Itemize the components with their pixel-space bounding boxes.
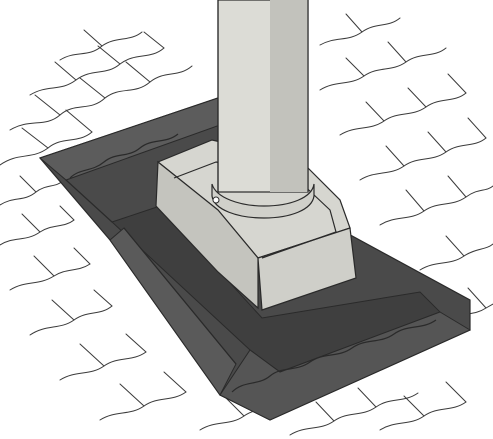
flashing-edge [65, 179, 113, 223]
clamp-screw [212, 196, 220, 204]
tile-seam [19, 175, 145, 407]
tile-row [319, 47, 447, 91]
tile-row [289, 392, 419, 436]
tile-seam [21, 61, 151, 149]
tile-row [9, 263, 91, 291]
tile-row [0, 179, 65, 206]
tile-seam [345, 13, 467, 122]
tile-row [59, 31, 143, 61]
pipe-shade [270, 0, 308, 192]
tile-row [359, 137, 487, 181]
tile-row [379, 401, 467, 431]
roof-tiles [0, 13, 493, 436]
tile-row [319, 17, 401, 46]
tile-row [339, 92, 467, 136]
flashing-edge [123, 227, 237, 365]
pipe-clamp [211, 183, 315, 219]
tile-seam [225, 381, 467, 422]
tile-row [0, 219, 75, 246]
tile-row [29, 47, 165, 96]
tile-row [379, 185, 493, 226]
collar-left-face [155, 160, 259, 310]
tile-row [99, 391, 187, 421]
vent-pipe [211, 0, 315, 219]
flashing-corrugation [231, 319, 437, 393]
tile-row [29, 305, 113, 336]
tile-row [59, 351, 147, 381]
tile-seam [54, 29, 165, 81]
tile-seam [385, 117, 487, 309]
flashing-corrugation [69, 133, 179, 179]
